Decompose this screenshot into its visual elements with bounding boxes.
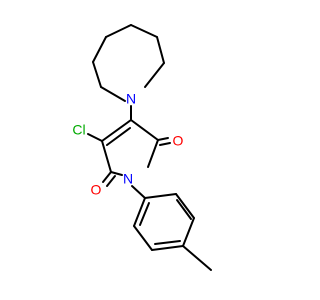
carbonyl-oxygen-lower-label: O — [91, 182, 102, 198]
bond — [102, 171, 112, 183]
imide-nitrogen-label: N — [123, 171, 133, 187]
bond — [100, 86, 126, 102]
bond — [154, 240, 181, 245]
bond — [101, 119, 132, 142]
bond — [101, 140, 112, 173]
bond — [131, 185, 146, 199]
bond — [133, 225, 153, 251]
maleimide-ring — [101, 119, 159, 176]
tolyl-ring — [133, 193, 195, 251]
azepane-ring — [92, 24, 165, 102]
bond — [144, 62, 165, 88]
bond — [130, 119, 159, 141]
azepane-nitrogen-label: N — [126, 91, 136, 107]
bond — [87, 133, 103, 142]
bond — [156, 36, 165, 64]
bond — [106, 127, 131, 146]
carbonyl-oxygen-upper-label: O — [173, 133, 184, 149]
bond — [105, 24, 132, 38]
bond — [130, 24, 158, 38]
bond — [92, 36, 107, 63]
methyl-bond — [182, 245, 212, 271]
bond — [175, 193, 195, 219]
bond — [106, 175, 116, 187]
bond — [92, 61, 102, 88]
bond — [157, 137, 169, 141]
bond — [139, 202, 150, 226]
bond — [147, 139, 159, 168]
bond — [110, 171, 123, 176]
bond — [144, 193, 177, 199]
chlorine-label: Cl — [72, 122, 85, 138]
bond — [159, 142, 171, 146]
bond — [151, 245, 184, 251]
bond — [182, 217, 195, 247]
bond — [133, 197, 146, 227]
bond — [176, 199, 192, 220]
molecule-structure: N Cl O N O — [72, 24, 212, 271]
